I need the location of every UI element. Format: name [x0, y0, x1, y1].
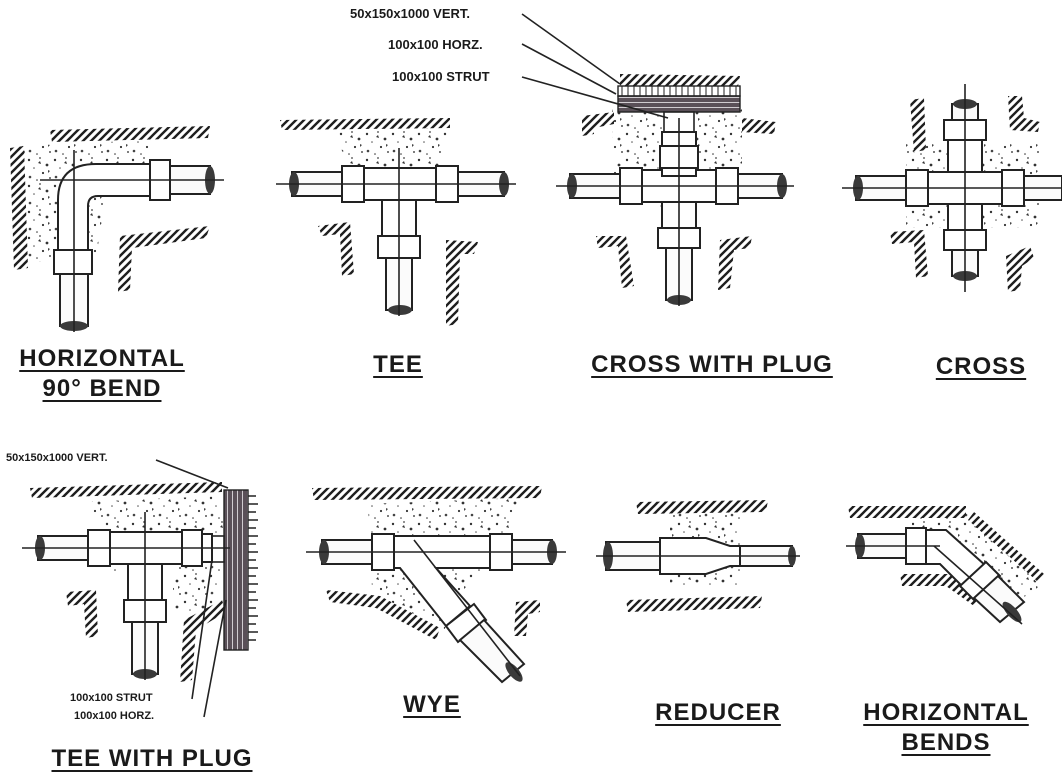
soil-hatch	[312, 486, 542, 500]
cross-with-plug-figure	[521, 13, 794, 306]
soil-hatch	[910, 98, 926, 152]
bell	[958, 560, 1002, 602]
title-line: CROSS	[935, 353, 1027, 380]
title-line: 90° BEND	[42, 375, 162, 402]
title-line: TEE	[373, 351, 423, 378]
title-line: REDUCER	[655, 699, 781, 726]
soil-hatch	[718, 236, 752, 290]
horizontal-bends-figure	[846, 506, 1044, 625]
soil-hatch	[514, 600, 540, 636]
soil-hatch	[620, 74, 740, 86]
soil-hatch	[318, 222, 354, 276]
soil-hatch	[890, 230, 928, 278]
title-line: WYE	[403, 691, 461, 718]
label-strut: 100x100 STRUT	[392, 69, 490, 84]
soil-hatch	[280, 118, 450, 130]
label-horizontal-timber: 100x100 HORZ.	[74, 710, 155, 722]
title-line: TEE WITH PLUG	[51, 745, 253, 772]
label-strut: 100x100 STRUT	[70, 692, 153, 704]
figure-title-reducer: REDUCER	[640, 698, 796, 728]
soil-hatch	[968, 512, 1044, 582]
bell	[53, 249, 93, 275]
title-line: HORIZONTAL	[863, 699, 1029, 726]
soil-hatch	[848, 506, 966, 518]
label-vertical-timber: 50x150x1000 VERT.	[350, 6, 470, 21]
horizontal-90-bend-figure	[10, 126, 224, 332]
tee-figure	[276, 118, 516, 326]
soil-hatch	[118, 226, 210, 292]
soil-hatch	[742, 118, 776, 134]
soil-hatch	[30, 482, 222, 498]
wye-figure	[306, 486, 566, 684]
soil-hatch	[626, 596, 762, 612]
soil-hatch	[1008, 96, 1040, 132]
soil-hatch	[50, 126, 210, 142]
horizontal-timber	[223, 489, 249, 651]
figure-title-tee-with-plug: TEE WITH PLUG	[32, 744, 272, 774]
figure-title-wye: WYE	[386, 690, 478, 720]
soil-hatch	[326, 590, 440, 640]
title-line: CROSS WITH PLUG	[591, 351, 833, 378]
soil-hatch	[1006, 246, 1034, 292]
figure-title-horizontal-90-bend: HORIZONTAL 90° BEND	[14, 344, 190, 404]
figure-title-horizontal-bends: HORIZONTAL BENDS	[852, 698, 1040, 758]
figure-title-tee: TEE	[350, 350, 446, 380]
vertical-timber	[617, 85, 741, 97]
label-horizontal-timber: 100x100 HORZ.	[388, 37, 483, 52]
figure-title-cross: CROSS	[922, 352, 1040, 382]
cross-figure	[842, 84, 1062, 292]
tee-with-plug-figure	[22, 459, 258, 718]
label-vertical-timber: 50x150x1000 VERT.	[6, 452, 108, 464]
title-line: BENDS	[901, 729, 991, 756]
soil-hatch	[10, 146, 28, 270]
reducer-figure	[596, 500, 800, 612]
soil-hatch	[582, 112, 614, 136]
soil-hatch	[180, 600, 226, 682]
figure-title-cross-with-plug: CROSS WITH PLUG	[570, 350, 854, 380]
soil-hatch	[636, 500, 768, 514]
soil-hatch	[66, 590, 98, 638]
title-line: HORIZONTAL	[19, 345, 185, 372]
soil-hatch	[446, 240, 478, 326]
soil-hatch	[596, 236, 634, 288]
bell	[444, 602, 488, 644]
